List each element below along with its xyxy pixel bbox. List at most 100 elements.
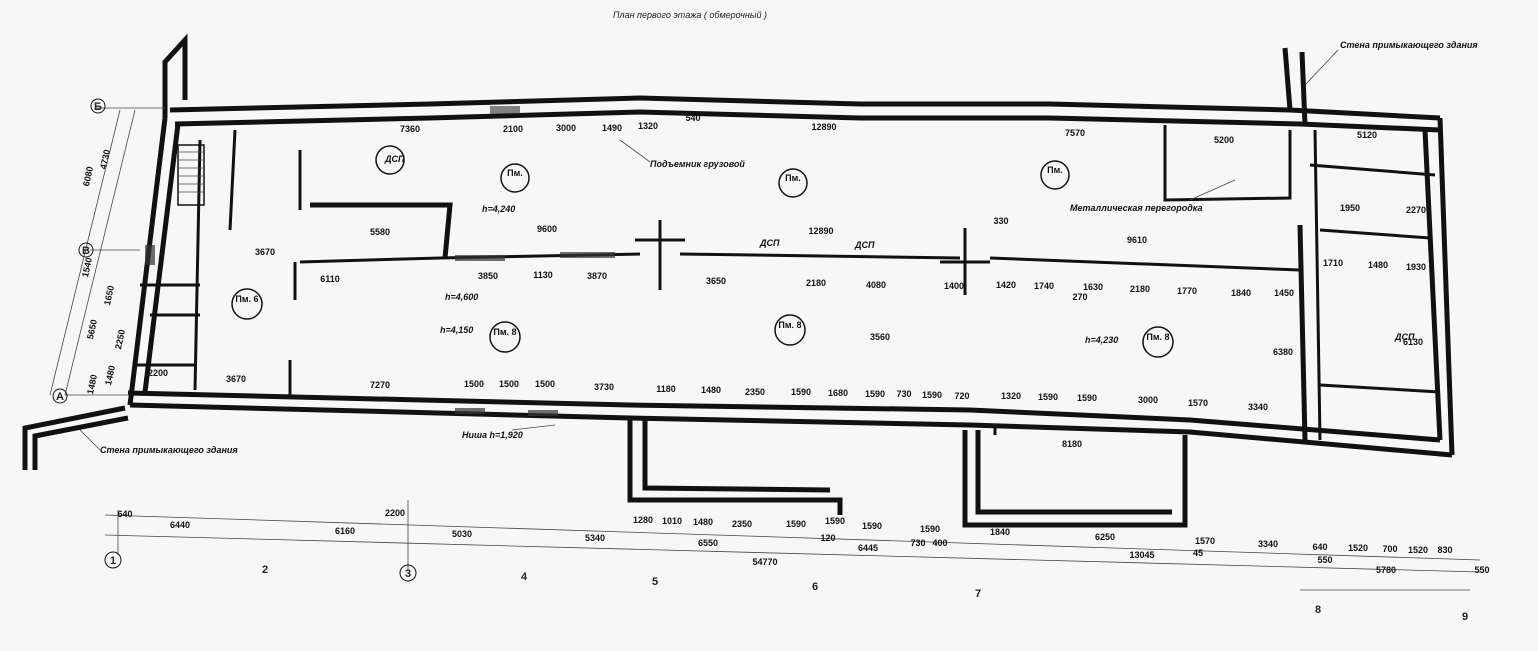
room-marker-top-2: Пм. (778, 168, 808, 198)
dimension-label: 6160 (335, 526, 355, 536)
dimension-label: 5580 (370, 227, 390, 237)
dimension-label: 1650 (102, 285, 116, 307)
dimension-label: 5120 (1357, 130, 1377, 140)
svg-text:Пм. 6: Пм. 6 (235, 294, 258, 304)
dimension-label: 1400 (944, 281, 964, 291)
axis-grid (49, 107, 1481, 591)
dimension-label: 3000 (556, 123, 576, 133)
dimension-label: 3670 (255, 247, 275, 257)
dimension-label: 1500 (464, 379, 484, 389)
dimension-label: 5340 (585, 533, 605, 543)
height-label-4: h=4,230 (1085, 335, 1118, 345)
dimension-label: 1500 (535, 379, 555, 389)
svg-text:Пм.: Пм. (785, 173, 801, 183)
dimension-label: 2180 (806, 278, 826, 288)
dimension-label: 7360 (400, 124, 420, 134)
room-marker-8a: Пм. 8 (489, 321, 521, 353)
dimension-label: 1630 (1083, 282, 1103, 292)
dsp-label-1: ДСП (759, 238, 780, 248)
window-hatches (145, 106, 615, 416)
dimension-label: 5650 (85, 319, 99, 341)
height-label-1: h=4,240 (482, 204, 515, 214)
dimension-label: 6445 (858, 543, 878, 553)
dimension-label: 3340 (1248, 402, 1268, 412)
dimension-label: 550 (1474, 565, 1489, 575)
dimension-label: 1590 (920, 524, 940, 534)
dimension-label: 1950 (1340, 203, 1360, 213)
dimension-label: 6130 (1403, 337, 1423, 347)
dimension-label: 1590 (786, 519, 806, 529)
dimension-label: 7570 (1065, 128, 1085, 138)
dimension-label: 1540 (80, 257, 94, 279)
svg-text:Пм. 8: Пм. 8 (778, 320, 801, 330)
dimension-label: 1500 (499, 379, 519, 389)
svg-text:Б: Б (94, 101, 102, 113)
svg-text:В: В (82, 245, 90, 257)
dimension-label: 730 (910, 538, 925, 548)
svg-text:7: 7 (975, 588, 981, 600)
dimension-label: 6110 (320, 274, 340, 284)
dimension-label: 1180 (656, 384, 676, 394)
dimension-label: 640 (1312, 542, 1327, 552)
height-label-3: h=4,150 (440, 325, 473, 335)
dimension-label: 6550 (698, 538, 718, 548)
dimension-label: 6250 (1095, 532, 1115, 542)
dimension-label: 3670 (226, 374, 246, 384)
svg-text:Пм.: Пм. (1047, 165, 1063, 175)
dimension-label: 330 (993, 216, 1008, 226)
dsp-label-2: ДСП (854, 240, 875, 250)
dimension-label: 1590 (862, 521, 882, 531)
dimension-label: 54770 (752, 557, 777, 567)
dimension-label: 9610 (1127, 235, 1147, 245)
dimension-label: 3650 (706, 276, 726, 286)
dimension-label: 2250 (113, 329, 127, 351)
dimension-label: 2270 (1406, 205, 1426, 215)
dimension-label: 1520 (1348, 543, 1368, 553)
axis-row-markers: Б В А (52, 98, 106, 404)
dimension-label: 1680 (828, 388, 848, 398)
svg-text:Пм. 8: Пм. 8 (493, 327, 516, 337)
dsp-label-3: ДСП (1394, 332, 1415, 342)
dimension-label: 3560 (870, 332, 890, 342)
dimension-label: 1320 (1001, 391, 1021, 401)
svg-text:Пм.: Пм. (507, 168, 523, 178)
svg-text:2: 2 (262, 564, 268, 576)
dimension-label: 1480 (693, 517, 713, 527)
dimension-label: 1480 (701, 385, 721, 395)
dimension-label: 3870 (587, 271, 607, 281)
dimension-label: 4080 (866, 280, 886, 290)
room-marker-8b: Пм. 8 (774, 314, 806, 346)
dimension-label: 1130 (533, 270, 553, 280)
room-marker-6: Пм. 6 (231, 288, 263, 320)
dimension-label: 3730 (594, 382, 614, 392)
dimension-label: 4730 (98, 149, 112, 171)
dimension-label: 1520 (1408, 545, 1428, 555)
dimension-label: 1480 (103, 365, 117, 387)
dimension-label: 2100 (503, 124, 523, 134)
height-label-2: h=4,600 (445, 292, 478, 302)
dimension-label: 1010 (662, 516, 682, 526)
dimension-label: 1420 (996, 280, 1016, 290)
dimension-label: 8180 (1062, 439, 1082, 449)
dimension-label: 400 (932, 538, 947, 548)
dimension-label: 1490 (602, 123, 622, 133)
dsp-label-4: ДСП (384, 154, 405, 164)
dimension-label: 2180 (1130, 284, 1150, 294)
dimension-label: 550 (1317, 555, 1332, 565)
dimension-label: 7270 (370, 380, 390, 390)
svg-text:9: 9 (1462, 611, 1468, 623)
dimension-label: 1590 (1038, 392, 1058, 402)
room-marker-dsp (375, 145, 405, 175)
dimension-label: 1590 (825, 516, 845, 526)
dimension-label: 120 (820, 533, 835, 543)
dimension-label: 2200 (148, 368, 168, 378)
axis-col-markers: 1 2 3 4 5 6 7 8 9 (104, 551, 1468, 623)
dimension-label: 1710 (1323, 258, 1343, 268)
dimension-label: 6380 (1273, 347, 1293, 357)
dimension-label: 1590 (922, 390, 942, 400)
svg-text:3: 3 (405, 568, 411, 580)
